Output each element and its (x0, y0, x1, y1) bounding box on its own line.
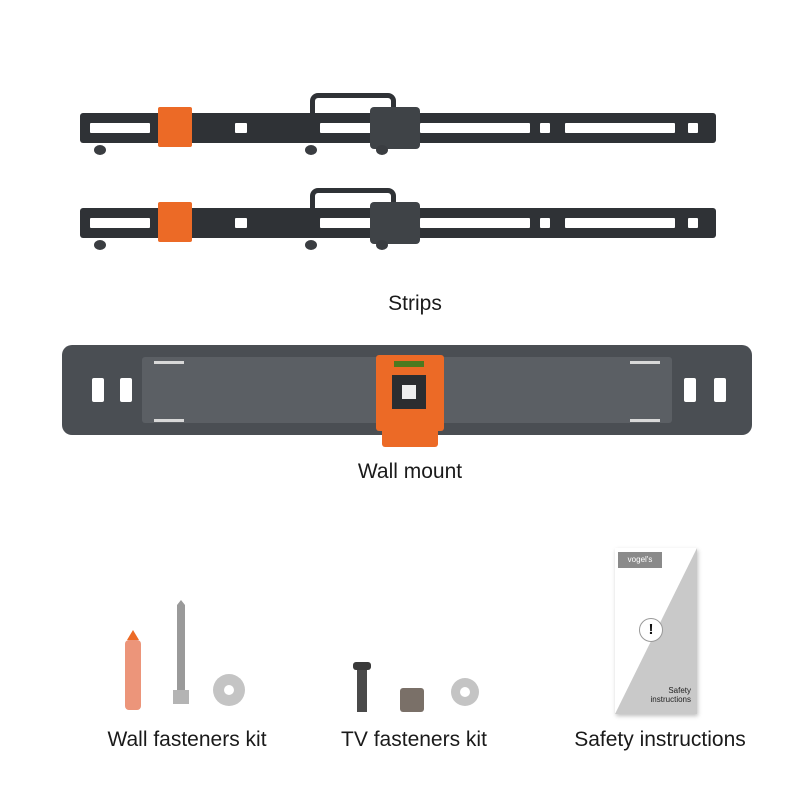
orange-lock (158, 202, 192, 242)
tv-fasteners-label: TV fasteners kit (341, 728, 487, 751)
booklet-title-line: instructions (650, 695, 691, 704)
booklet-title-line: Safety (668, 686, 691, 695)
mount-release-tab (382, 431, 438, 447)
strip-slot (565, 123, 675, 133)
mount-marker (154, 361, 184, 364)
mount-hole (120, 378, 132, 402)
strip-slot (90, 218, 150, 228)
strip-foot (305, 145, 317, 155)
warning-icon: ! (639, 618, 663, 642)
mount-marker (630, 361, 660, 364)
tv-fasteners-illustration (353, 662, 479, 712)
strip-foot (376, 240, 388, 250)
mount-marker (630, 419, 660, 422)
center-hole (392, 375, 426, 409)
strip-slot (420, 218, 530, 228)
washer-icon (213, 674, 245, 706)
orange-lock (158, 107, 192, 147)
strip-handle (310, 188, 396, 215)
mount-hole (684, 378, 696, 402)
washer-icon (451, 678, 479, 706)
wall-mount (62, 345, 752, 447)
safety-booklet: vogel's ! Safety instructions (615, 548, 697, 714)
mount-hole (714, 378, 726, 402)
bolt-icon (353, 662, 371, 712)
strips-label: Strips (388, 292, 442, 315)
mount-center-bracket (376, 355, 444, 431)
brand-logo: vogel's (618, 552, 662, 568)
mount-marker (154, 419, 184, 422)
strip-slot (235, 218, 247, 228)
spirit-level (394, 361, 424, 367)
safety-label: Safety instructions (574, 728, 746, 751)
strip-slot (320, 123, 380, 133)
strip-handle (310, 93, 396, 120)
strip-slot (540, 218, 550, 228)
strip-bottom (80, 188, 716, 250)
strip-slot (688, 218, 698, 228)
strip-slot (420, 123, 530, 133)
strip-foot (376, 145, 388, 155)
strip-clamp (370, 107, 420, 149)
wall-plug-icon (125, 630, 141, 710)
strip-clamp (370, 202, 420, 244)
wall-fasteners-illustration (125, 600, 245, 710)
strip-foot (94, 145, 106, 155)
strip-top (80, 93, 716, 155)
spacer-icon (400, 688, 424, 712)
screw-icon (173, 600, 189, 704)
booklet-title: Safety instructions (651, 686, 691, 704)
strip-slot (235, 123, 247, 133)
strip-foot (305, 240, 317, 250)
strip-slot (90, 123, 150, 133)
strip-slot (565, 218, 675, 228)
mount-hole (92, 378, 104, 402)
strip-foot (94, 240, 106, 250)
wall-mount-label: Wall mount (357, 460, 463, 483)
strip-slot (320, 218, 380, 228)
wall-fasteners-label: Wall fasteners kit (107, 728, 267, 751)
strip-slot (540, 123, 550, 133)
strip-slot (688, 123, 698, 133)
